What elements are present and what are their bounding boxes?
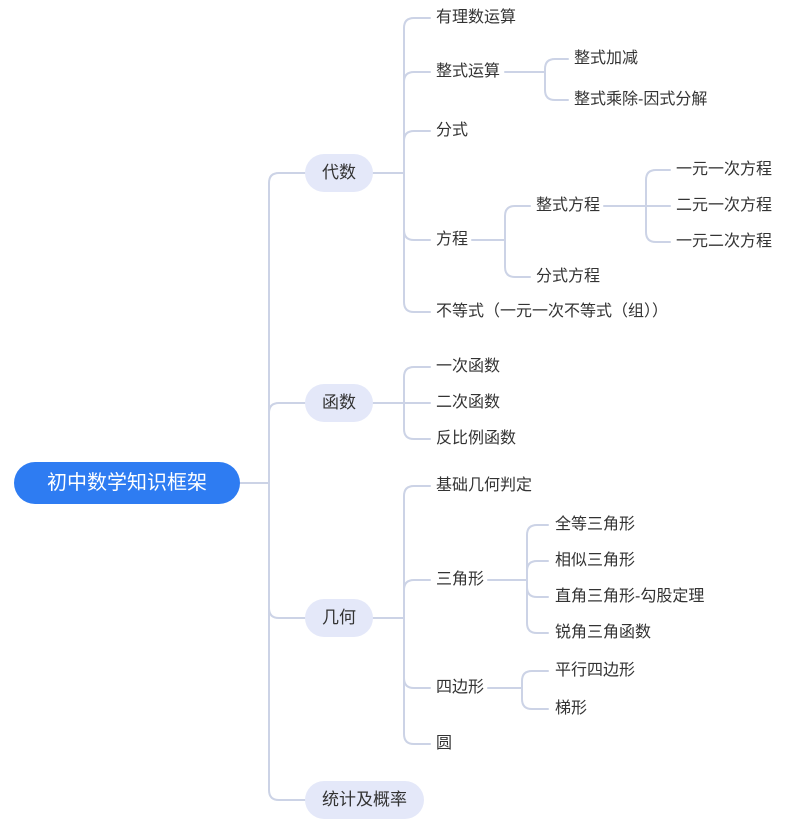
node-linear-function[interactable]: 一次函数	[436, 358, 501, 375]
branch-statistics-probability[interactable]: 统计及概率	[305, 781, 424, 819]
node-basic-geometry-determination[interactable]: 基础几何判定	[436, 477, 533, 494]
connector-path	[239, 17, 671, 801]
node-quadrilaterals[interactable]: 四边形	[436, 679, 485, 696]
branch-geometry[interactable]: 几何	[305, 599, 373, 637]
node-integral-multiply-divide-factoring[interactable]: 整式乘除-因式分解	[574, 91, 708, 108]
node-fractional-equations[interactable]: 分式方程	[536, 268, 601, 285]
node-integral-equations[interactable]: 整式方程	[536, 197, 601, 214]
node-similar-triangles[interactable]: 相似三角形	[555, 552, 636, 569]
node-integral-add-subtract[interactable]: 整式加减	[574, 50, 639, 67]
branch-functions[interactable]: 函数	[305, 384, 373, 422]
node-quadratic-equation-one-var[interactable]: 一元二次方程	[676, 233, 773, 250]
node-inverse-proportion-function[interactable]: 反比例函数	[436, 430, 517, 447]
node-fractions[interactable]: 分式	[436, 122, 469, 139]
mindmap-root-node[interactable]: 初中数学知识框架	[14, 462, 240, 504]
node-equations[interactable]: 方程	[436, 231, 469, 248]
node-parallelogram[interactable]: 平行四边形	[555, 662, 636, 679]
node-rational-number-operations[interactable]: 有理数运算	[436, 9, 517, 26]
node-linear-equation-one-var[interactable]: 一元一次方程	[676, 161, 773, 178]
node-quadratic-function[interactable]: 二次函数	[436, 394, 501, 411]
node-right-triangle-pythagorean[interactable]: 直角三角形-勾股定理	[555, 588, 705, 605]
node-integral-expression-operations[interactable]: 整式运算	[436, 63, 501, 80]
node-acute-trig-functions[interactable]: 锐角三角函数	[555, 624, 652, 641]
node-congruent-triangles[interactable]: 全等三角形	[555, 516, 636, 533]
node-triangles[interactable]: 三角形	[436, 571, 485, 588]
branch-algebra[interactable]: 代数	[305, 154, 373, 192]
node-linear-equation-two-var[interactable]: 二元一次方程	[676, 197, 773, 214]
node-circle[interactable]: 圆	[436, 735, 453, 752]
node-trapezoid[interactable]: 梯形	[555, 700, 588, 717]
node-inequalities[interactable]: 不等式（一元一次不等式（组））	[436, 303, 669, 320]
